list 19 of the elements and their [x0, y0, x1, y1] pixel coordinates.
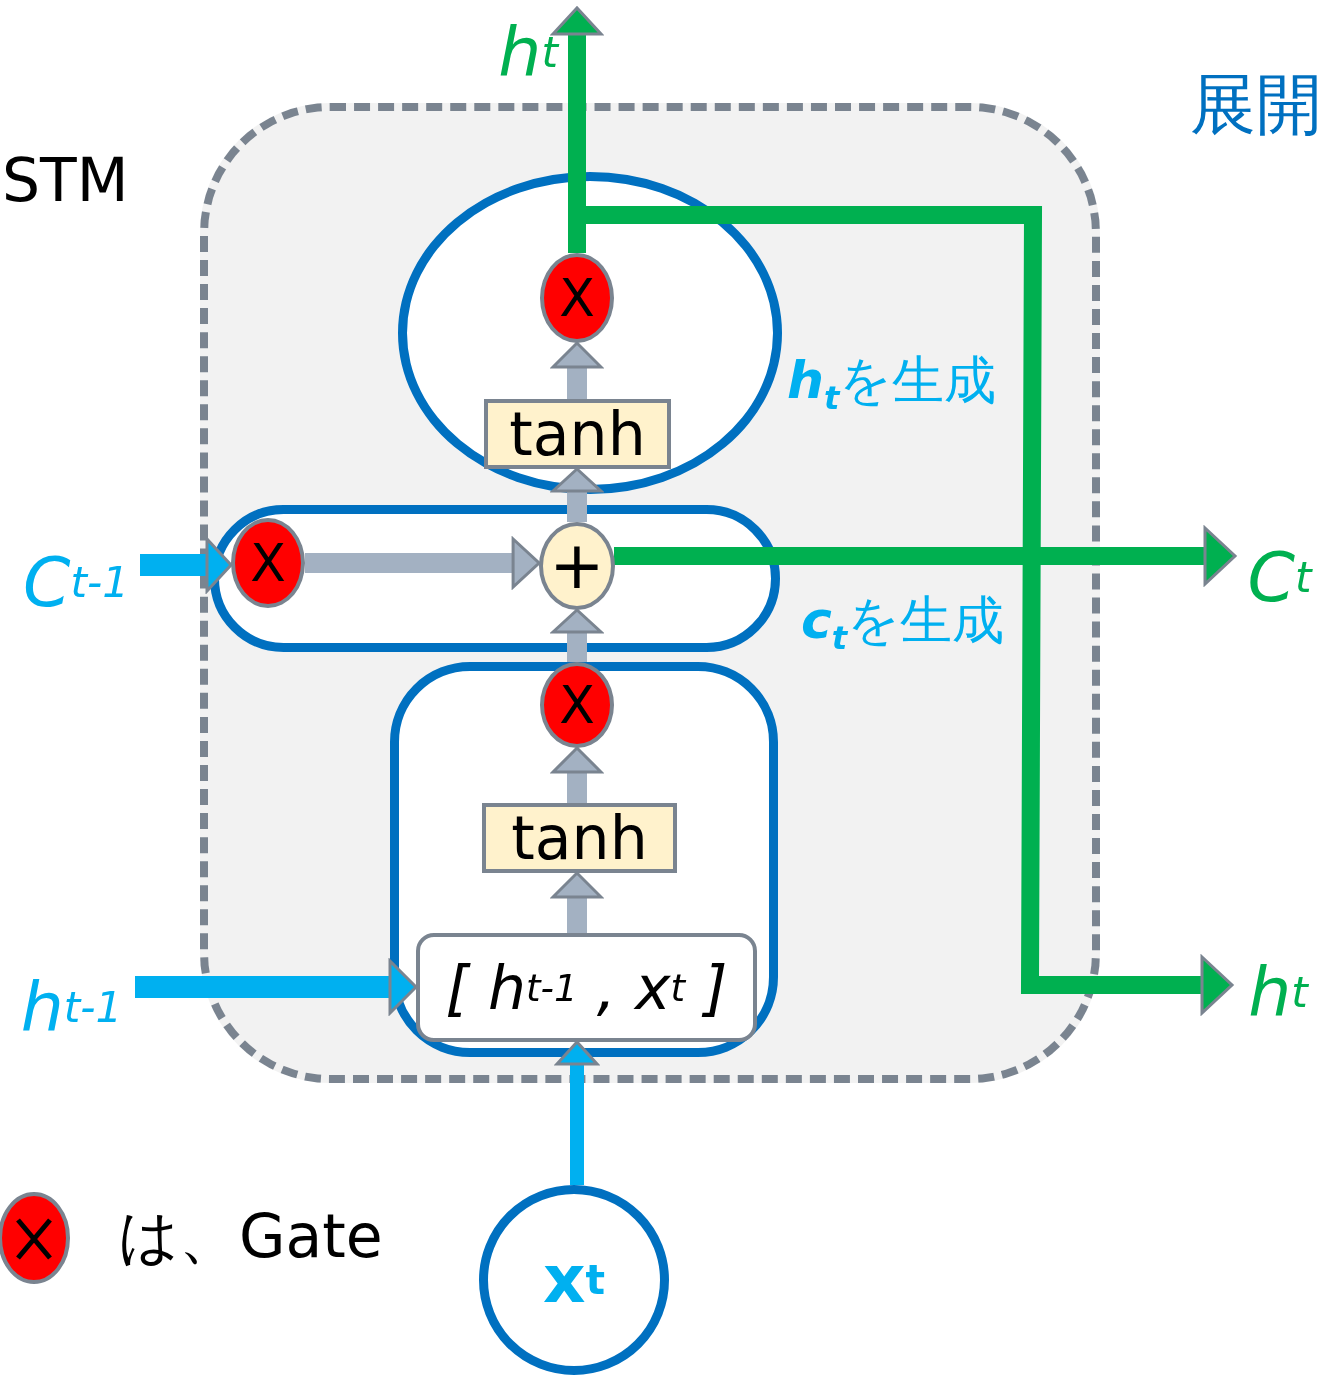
arrow — [551, 467, 603, 522]
gate-symbol: X — [540, 662, 614, 748]
arrow — [551, 871, 603, 933]
rounded-region — [390, 662, 778, 1057]
arrow — [614, 526, 1237, 586]
sum-symbol: + — [539, 522, 615, 610]
gate-symbol: X — [231, 518, 305, 608]
gate-symbol: X — [540, 253, 614, 343]
arrow — [551, 341, 603, 399]
title-text: STM — [2, 150, 129, 210]
arrow — [555, 1040, 599, 1185]
legend-text: は、Gate — [118, 1206, 383, 1266]
function-box: tanh — [484, 399, 671, 469]
arrow — [135, 959, 418, 1015]
arrow — [551, 746, 603, 803]
heading-text: 展開 — [1190, 72, 1322, 138]
dashed-frame — [200, 103, 1100, 1083]
arrow — [551, 608, 603, 662]
function-box: tanh — [482, 803, 677, 873]
